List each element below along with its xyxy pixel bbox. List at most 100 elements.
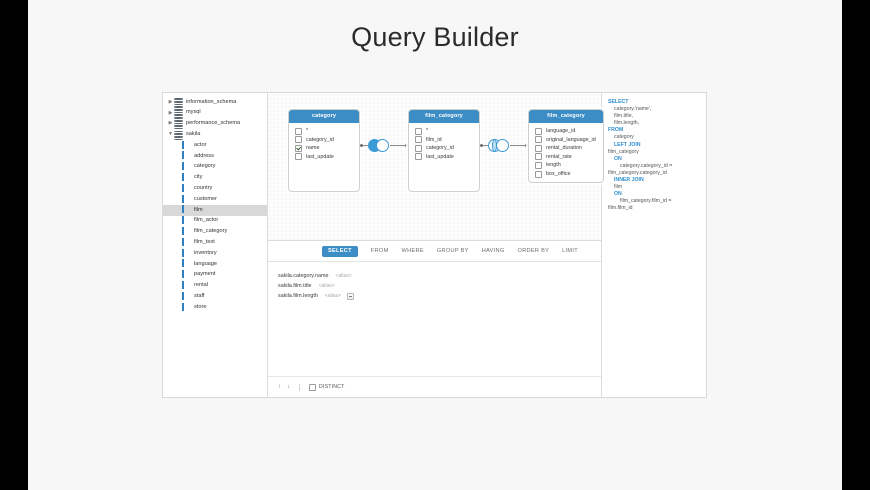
field-checkbox[interactable]	[415, 144, 422, 152]
chevron-right-icon[interactable]: ▶	[168, 109, 173, 116]
builder-bottom-bar[interactable]: ↑ ↓ DISTINCT	[268, 376, 601, 397]
join-connector-inner-join[interactable]	[480, 139, 528, 152]
field-checkbox[interactable]	[535, 161, 542, 169]
row-options-icon[interactable]	[346, 292, 355, 300]
select-field-list[interactable]: sakila.category.name<alias>sakila.film.t…	[268, 262, 601, 376]
select-field-row[interactable]: sakila.film.length<alias>	[278, 291, 601, 301]
tree-item-mysql[interactable]: ▶ mysql	[163, 108, 267, 119]
tree-item-label: country	[194, 184, 213, 191]
tree-item-film[interactable]: film	[163, 204, 267, 216]
select-field-alias[interactable]: <alias>	[324, 293, 341, 299]
field-row[interactable]: language_id	[535, 127, 603, 136]
field-row[interactable]: *	[295, 127, 359, 136]
tree-item-label: staff	[194, 292, 205, 299]
sql-line: film_category	[608, 148, 639, 155]
field-checkbox[interactable]	[295, 136, 302, 144]
tree-item-sakila[interactable]: ▼ sakila	[163, 129, 267, 141]
field-checkbox[interactable]	[535, 170, 542, 178]
field-row[interactable]: category_id	[295, 135, 359, 144]
builder-center-column: category * category_id name	[268, 93, 604, 397]
field-row[interactable]: rental_duration	[535, 144, 603, 153]
tree-item-rental[interactable]: rental	[163, 280, 267, 292]
tree-item-label: mysql	[186, 109, 201, 116]
clause-tab-bar[interactable]: SELECT FROM WHERE GROUP BY HAVING ORDER BY LIM…	[268, 241, 601, 262]
chevron-down-icon[interactable]: ▼	[168, 131, 173, 138]
field-row[interactable]: rental_rate	[535, 153, 603, 162]
diagram-canvas[interactable]: category * category_id name	[268, 93, 604, 241]
tree-item-actor[interactable]: actor	[163, 140, 267, 151]
field-checkbox[interactable]	[415, 127, 422, 135]
select-field-alias[interactable]: <alias>	[318, 283, 335, 289]
field-checkbox-checked[interactable]	[295, 144, 302, 152]
table-node-category[interactable]: category * category_id name	[288, 109, 360, 193]
tree-item-country[interactable]: country	[163, 183, 267, 194]
distinct-checkbox[interactable]	[309, 383, 316, 391]
field-checkbox[interactable]	[295, 127, 302, 135]
tree-item-category[interactable]: category	[163, 162, 267, 173]
tree-item-label: film_category	[194, 228, 228, 235]
field-checkbox[interactable]	[415, 153, 422, 161]
field-row[interactable]: box_office	[535, 170, 603, 179]
tree-item-language[interactable]: language	[163, 259, 267, 270]
table-node-film[interactable]: film_category language_id original_langu…	[528, 109, 604, 184]
field-checkbox[interactable]	[295, 153, 302, 161]
tree-item-inventory[interactable]: inventory	[163, 248, 267, 259]
tree-item-store[interactable]: store	[163, 302, 267, 313]
field-checkbox[interactable]	[535, 153, 542, 161]
tab-limit[interactable]: LIMIT	[562, 248, 578, 254]
select-field-alias[interactable]: <alias>	[335, 273, 352, 279]
database-icon	[174, 130, 183, 141]
tree-item-label: city	[194, 174, 203, 181]
tree-item-film-category[interactable]: film_category	[163, 226, 267, 238]
tab-from[interactable]: FROM	[370, 248, 389, 254]
sql-line: film.film_id	[608, 205, 633, 212]
field-checkbox[interactable]	[535, 127, 542, 135]
tab-where[interactable]: WHERE	[401, 248, 424, 254]
tree-item-city[interactable]: city	[163, 172, 267, 184]
tree-item-label: film_text	[194, 238, 215, 245]
join-connector-left-join[interactable]	[360, 139, 408, 152]
join-anchor-dot	[360, 144, 363, 147]
inner-join-icon[interactable]	[488, 139, 510, 152]
tree-item-address[interactable]: address	[163, 151, 267, 162]
distinct-toggle[interactable]: DISTINCT	[309, 383, 345, 391]
move-up-icon[interactable]: ↑	[278, 384, 281, 390]
select-field-row[interactable]: sakila.film.title<alias>	[278, 281, 601, 291]
tree-item-customer[interactable]: customer	[163, 194, 267, 205]
field-row[interactable]: original_language_id	[535, 135, 603, 144]
select-field-row[interactable]: sakila.category.name<alias>	[278, 271, 601, 281]
tree-item-performance-schema[interactable]: ▶performance_schema	[163, 119, 267, 130]
move-down-icon[interactable]: ↓	[287, 384, 290, 390]
sql-line: film	[614, 184, 623, 191]
database-icon	[174, 109, 183, 119]
field-row[interactable]: name	[295, 144, 359, 153]
tree-item-information-schema[interactable]: ▶information_schema	[163, 97, 267, 108]
field-row[interactable]: length	[535, 161, 603, 170]
field-checkbox[interactable]	[415, 136, 422, 144]
field-row[interactable]: category_id	[415, 144, 479, 153]
left-join-icon[interactable]	[368, 139, 390, 152]
field-checkbox[interactable]	[535, 136, 542, 144]
field-row[interactable]: last_update	[295, 153, 359, 162]
schema-tree[interactable]: ▶information_schema▶mysql▶performance_sc…	[163, 93, 268, 397]
chevron-right-icon[interactable]: ▶	[168, 98, 173, 105]
tab-group-by[interactable]: GROUP BY	[436, 248, 469, 254]
table-node-film-category[interactable]: film_category * film_id category_id	[408, 109, 480, 193]
tab-having[interactable]: HAVING	[481, 248, 505, 254]
field-row[interactable]: film_id	[415, 135, 479, 144]
join-line	[390, 145, 405, 146]
tree-item-label: sakila	[186, 130, 201, 137]
field-row[interactable]: last_update	[415, 153, 479, 162]
field-row[interactable]: *	[415, 127, 479, 136]
tree-item-payment[interactable]: payment	[163, 270, 267, 281]
tab-order-by[interactable]: ORDER BY	[517, 248, 550, 254]
tree-item-film-text[interactable]: film_text	[163, 237, 267, 248]
chevron-right-icon[interactable]: ▶	[168, 120, 173, 127]
tree-item-film-actor[interactable]: film_actor	[163, 216, 267, 227]
field-checkbox[interactable]	[535, 144, 542, 152]
tree-item-staff[interactable]: staff	[163, 291, 267, 302]
tab-select[interactable]: SELECT	[322, 245, 358, 257]
field-label: length	[546, 162, 561, 169]
field-label: *	[306, 128, 309, 135]
